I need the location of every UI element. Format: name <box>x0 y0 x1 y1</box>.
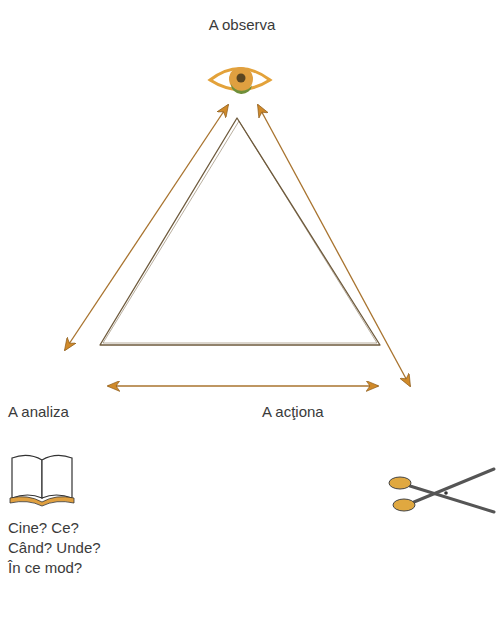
triangle <box>100 118 380 345</box>
step-label: A analiza <box>8 402 108 422</box>
eye-icon <box>210 67 270 94</box>
double-arrow <box>108 385 378 386</box>
analyse-step: A analizaCine? Ce? Când? Unde? În ce mod… <box>8 350 108 578</box>
act-step: A acţiona <box>262 386 487 516</box>
question-list: Cine? Ce? Când? Unde? În ce mod? <box>8 518 108 578</box>
book-icon <box>10 455 74 506</box>
step-label: A observa <box>187 15 297 35</box>
scissors-icon <box>389 469 494 512</box>
double-arrow <box>65 105 228 350</box>
double-arrow <box>258 105 410 386</box>
step-label: A acţiona <box>262 402 487 422</box>
observe-step: A observa <box>187 15 297 105</box>
